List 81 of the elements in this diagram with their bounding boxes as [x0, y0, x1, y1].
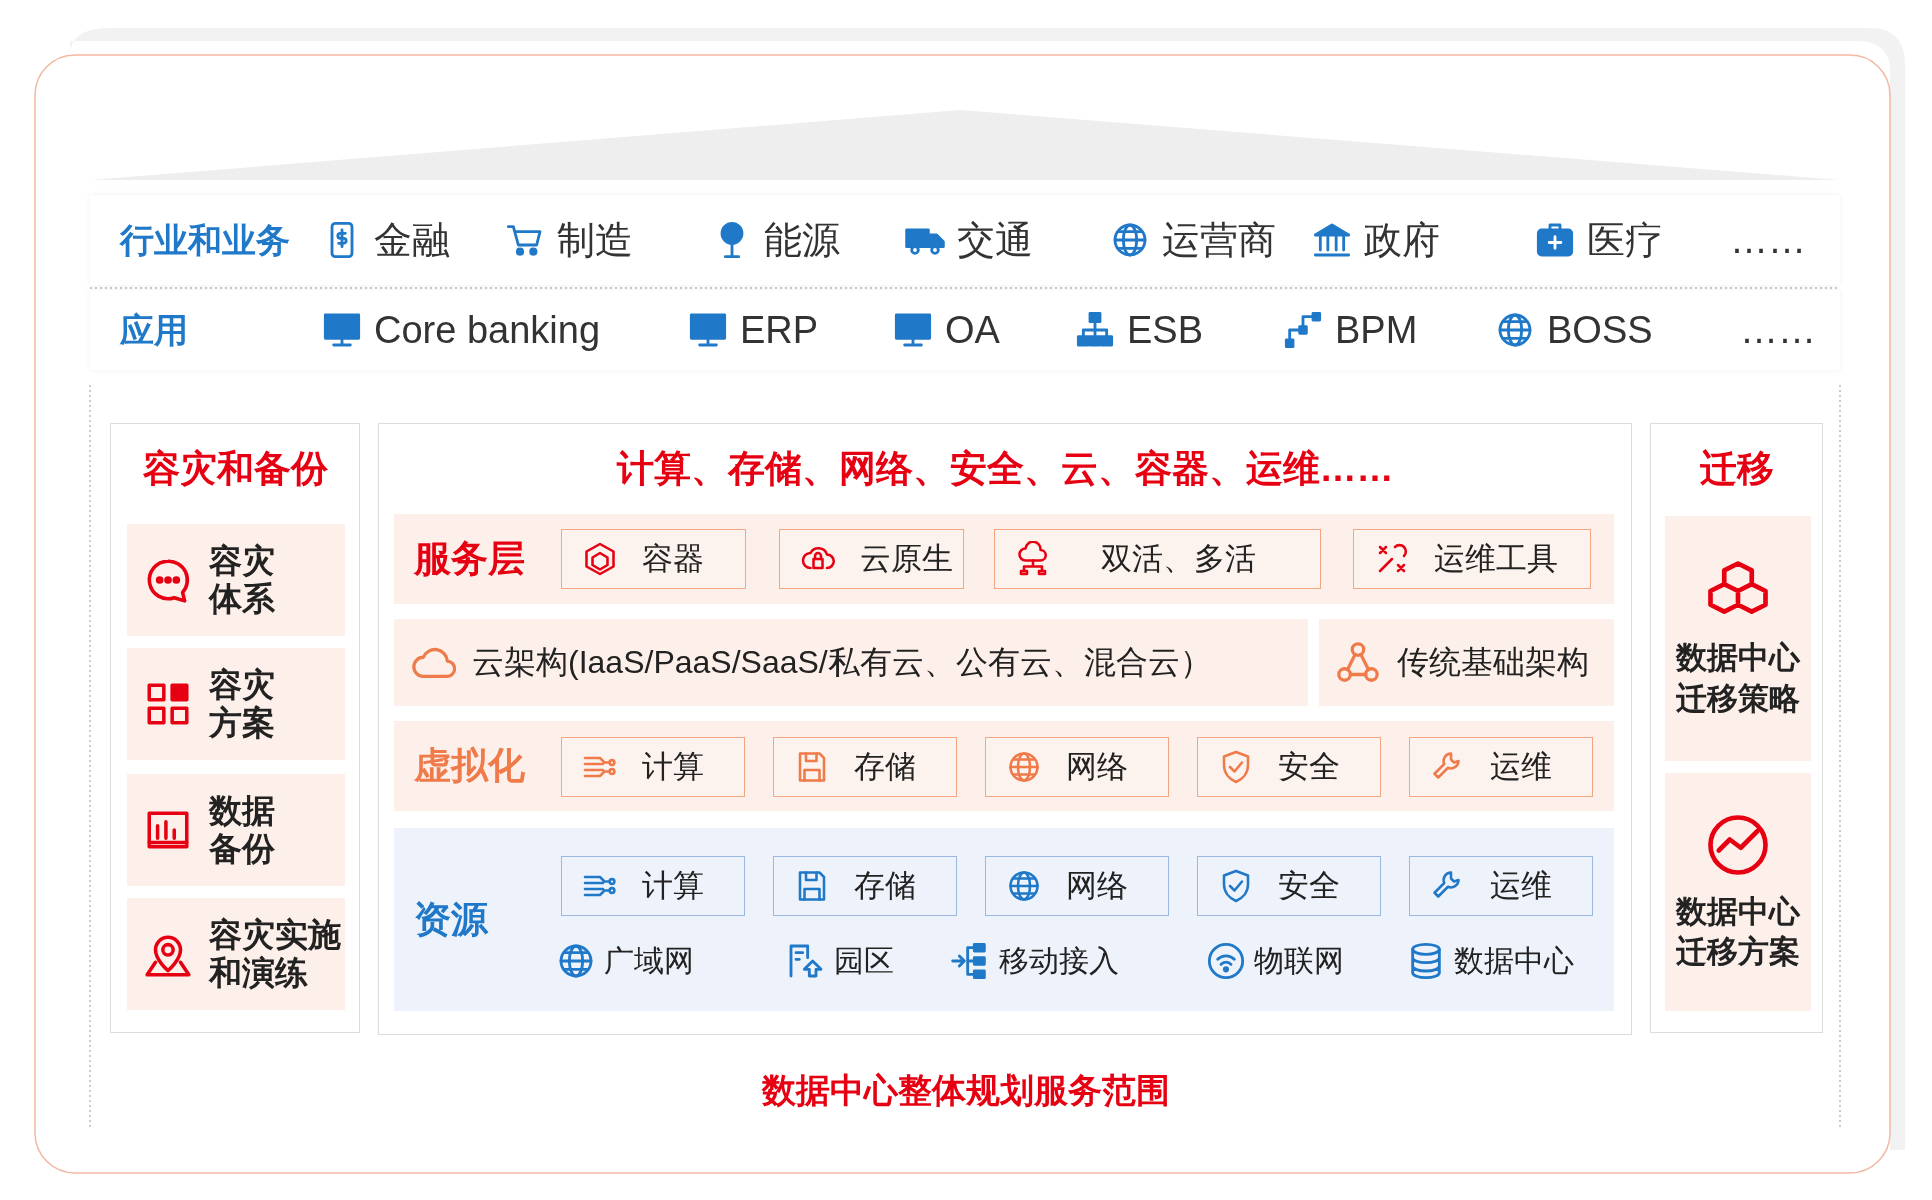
- card: [127, 898, 345, 1010]
- card: [127, 648, 345, 760]
- service-box: [561, 529, 746, 589]
- panel-title: 容灾和备份: [141, 447, 329, 491]
- row-band: [90, 290, 1840, 370]
- service-box: [773, 737, 957, 797]
- service-box: [985, 737, 1169, 797]
- item-label: 安全: [1278, 867, 1340, 905]
- item-label: ESB: [1127, 308, 1204, 352]
- item-label: 医疗: [1587, 217, 1663, 263]
- item-label: OA: [945, 308, 1000, 352]
- item-label: 政府: [1364, 217, 1440, 263]
- layer-title: 资源: [414, 897, 488, 942]
- card-label: 数据中心迁移策略: [1674, 639, 1801, 718]
- service-box: [779, 529, 964, 589]
- service-box: [1197, 737, 1381, 797]
- item-label: 运维: [1490, 867, 1552, 905]
- item-label: 存储: [854, 867, 916, 905]
- item-label: 数据中心: [1454, 942, 1574, 979]
- item-label: BOSS: [1547, 308, 1653, 352]
- panel: [378, 423, 1632, 1035]
- item-label: 传统基础架构: [1397, 642, 1589, 682]
- row-heading: 应用: [120, 310, 188, 351]
- item-label: 计算: [642, 867, 704, 905]
- service-box: [561, 737, 745, 797]
- service-box: [773, 856, 957, 916]
- item-label: 容器: [642, 540, 704, 578]
- item-label: 园区: [834, 942, 894, 979]
- service-box: [561, 856, 745, 916]
- item-label: 计算: [642, 748, 704, 786]
- card-label: 容灾方案: [209, 666, 276, 742]
- item-label: 物联网: [1254, 942, 1344, 979]
- item-label: 运营商: [1162, 217, 1276, 263]
- card: [1665, 773, 1811, 1011]
- card: [1665, 516, 1811, 761]
- item-label: Core banking: [374, 308, 601, 352]
- item-label: 云架构(IaaS/PaaS/SaaS/私有云、公有云、混合云）: [472, 642, 1212, 682]
- caption: 数据中心整体规划服务范围: [760, 1070, 1171, 1111]
- layer-band: [394, 514, 1614, 604]
- item-label: 广域网: [604, 942, 694, 979]
- layer-band: [394, 721, 1614, 811]
- layer-band: [394, 828, 1614, 1011]
- service-box: [1409, 737, 1593, 797]
- item-label: 金融: [374, 217, 450, 263]
- item-label: ERP: [740, 308, 819, 352]
- item-label: 网络: [1066, 748, 1128, 786]
- layer-band: [1319, 619, 1614, 706]
- panel: [1650, 423, 1823, 1033]
- panel: [110, 423, 360, 1033]
- item-label: 运维工具: [1434, 540, 1558, 578]
- card: [127, 774, 345, 886]
- item-label: 运维: [1490, 748, 1552, 786]
- row-band: [90, 195, 1840, 285]
- item-label: 制造: [557, 217, 633, 263]
- card-label: 数据备份: [209, 792, 276, 868]
- layer-band: [394, 619, 1308, 706]
- card-label: 容灾体系: [209, 542, 276, 618]
- layer-title: 服务层: [414, 537, 525, 581]
- service-box: [1409, 856, 1593, 916]
- item-label: 双活、多活: [1101, 540, 1256, 578]
- item-label: 安全: [1278, 748, 1340, 786]
- panel-title: 迁移: [1698, 447, 1775, 491]
- item-label: ……: [1730, 218, 1806, 262]
- item-label: BPM: [1335, 308, 1418, 352]
- service-box: [985, 856, 1169, 916]
- card-label: 数据中心迁移方案: [1674, 892, 1801, 971]
- item-label: 能源: [764, 217, 840, 263]
- item-label: 交通: [957, 217, 1033, 263]
- item-label: 网络: [1066, 867, 1128, 905]
- item-label: 存储: [854, 748, 916, 786]
- card: [127, 524, 345, 636]
- row-heading: 行业和业务: [120, 220, 290, 261]
- layer-title: 虚拟化: [414, 744, 525, 788]
- item-label: 云原生: [860, 540, 953, 578]
- service-box: [994, 529, 1321, 589]
- panel-title: 计算、存储、网络、安全、云、容器、运维……: [615, 447, 1395, 491]
- item-label: 移动接入: [999, 942, 1119, 979]
- service-box: [1353, 529, 1591, 589]
- service-box: [1197, 856, 1381, 916]
- card-label: 容灾实施和演练: [209, 916, 342, 992]
- item-label: ……: [1740, 308, 1816, 352]
